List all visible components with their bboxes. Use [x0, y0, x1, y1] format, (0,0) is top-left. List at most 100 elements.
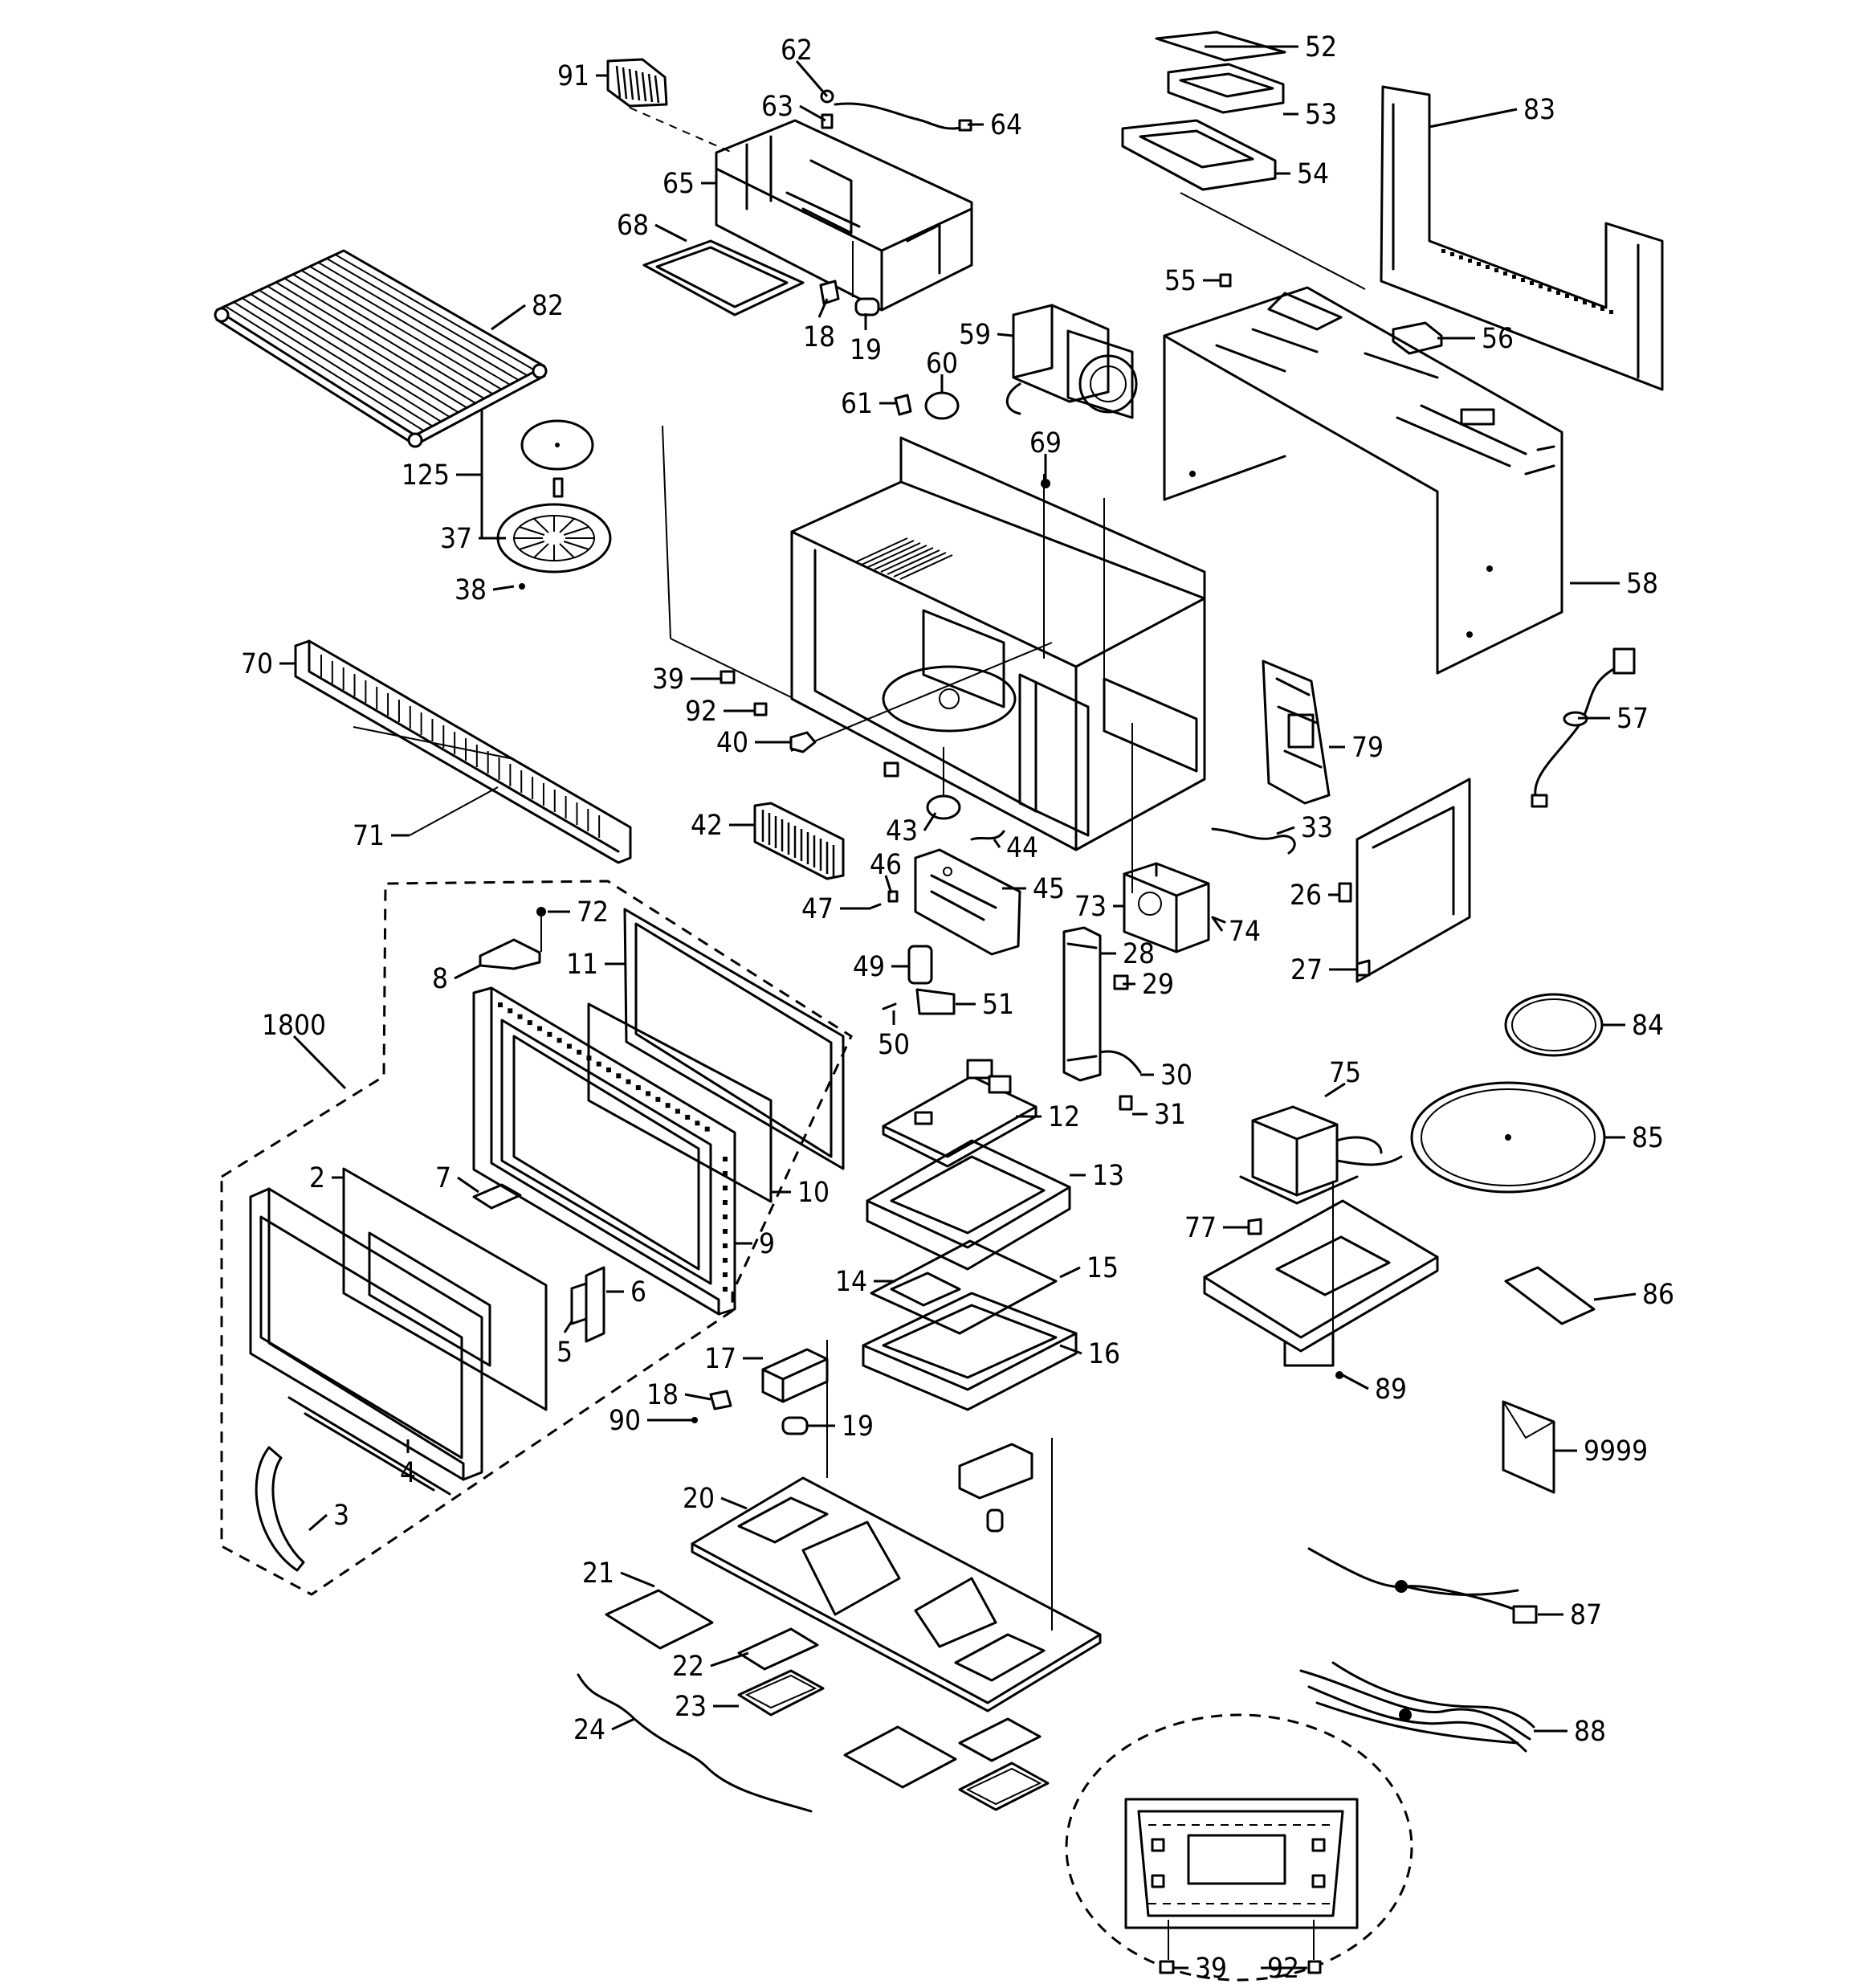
callout-47: 47 [801, 893, 870, 925]
leader-line [492, 585, 515, 591]
callout-23: 23 [675, 1691, 739, 1723]
part-number-label: 51 [982, 989, 1014, 1021]
part-number-label: 13 [1092, 1160, 1124, 1192]
callout-70: 70 [241, 648, 296, 680]
callout-24: 24 [573, 1714, 635, 1746]
part-number-label: 68 [617, 210, 649, 242]
part-number-label: 24 [573, 1714, 605, 1746]
part-number-label: 27 [1290, 954, 1323, 986]
leader-line [292, 1035, 347, 1090]
part-number-label: 6 [630, 1276, 646, 1308]
part-number-label: 54 [1297, 158, 1329, 190]
part-number-label: 87 [1570, 1599, 1602, 1631]
part-number-label: 21 [582, 1557, 614, 1590]
callout-17: 17 [704, 1343, 763, 1375]
part-number-label: 83 [1523, 94, 1555, 126]
leader-line [997, 333, 1014, 337]
part-number-label: 91 [557, 60, 589, 92]
callout-87: 87 [1538, 1599, 1602, 1631]
part-number-label: 19 [842, 1410, 874, 1443]
callout-65: 65 [662, 168, 716, 200]
callout-8: 8 [432, 963, 481, 995]
part-number-label: 11 [566, 949, 598, 981]
callout-43: 43 [886, 812, 937, 847]
part-number-label: 85 [1632, 1122, 1664, 1154]
part-number-label: 72 [577, 896, 609, 929]
leader-line [1059, 1344, 1082, 1355]
part-3-handle [255, 1446, 305, 1572]
part-number-label: 14 [835, 1266, 867, 1298]
part-number-label: 56 [1482, 323, 1514, 355]
leader-line [710, 1651, 749, 1668]
part-number-label: 7 [435, 1162, 451, 1194]
callout-39: 39 [652, 663, 721, 696]
part-number-label: 86 [1642, 1279, 1674, 1311]
callout-9999: 9999 [1554, 1435, 1648, 1468]
callout-72: 72 [548, 896, 609, 929]
part-86-bag [1504, 1266, 1596, 1325]
part-60-61 [894, 391, 960, 420]
callout-2: 2 [309, 1162, 344, 1194]
part-number-label: 63 [761, 91, 793, 123]
part-45-control-bracket [914, 848, 1021, 956]
callout-84: 84 [1602, 1010, 1664, 1042]
part-number-label: 28 [1123, 938, 1155, 970]
part-68-cover [642, 239, 805, 316]
part-number-label: 19 [850, 334, 882, 366]
part-number-label: 38 [455, 574, 487, 606]
callout-45: 45 [1002, 873, 1065, 905]
callout-29: 29 [1123, 969, 1174, 1001]
part-number-label: 18 [646, 1379, 679, 1411]
callout-33: 33 [1276, 812, 1333, 844]
leader-line [795, 60, 829, 97]
part-number-label: 12 [1048, 1101, 1080, 1133]
leader-line [457, 1176, 479, 1194]
part-number-label: 44 [1006, 832, 1038, 864]
part-number-label: 46 [870, 849, 902, 881]
part-91-vent [606, 58, 733, 153]
leader-line [620, 1571, 655, 1588]
part-79-panel [1262, 659, 1331, 805]
callout-92: 92 [685, 696, 755, 728]
part-number-label: 53 [1305, 99, 1337, 131]
callout-73: 73 [1074, 891, 1124, 923]
callout-15: 15 [1059, 1252, 1119, 1284]
leader-line [1342, 1374, 1369, 1390]
part-number-label: 71 [353, 820, 385, 852]
part-number-label: 89 [1375, 1374, 1407, 1406]
leader-line [817, 298, 829, 318]
leader-line [799, 104, 826, 122]
callout-57: 57 [1578, 703, 1649, 735]
part-number-label: 82 [532, 290, 564, 322]
callout-85: 85 [1604, 1122, 1664, 1154]
callout-19: 19 [807, 1410, 874, 1443]
part-number-label: 23 [675, 1691, 707, 1723]
part-57-power-cord [1531, 647, 1636, 808]
callout-10: 10 [771, 1177, 830, 1209]
part-9999-manual [1502, 1400, 1555, 1494]
part-87-harness [1307, 1547, 1538, 1624]
callout-46: 46 [870, 849, 902, 894]
part-number-label: 4 [400, 1457, 416, 1489]
leader-line [720, 1496, 748, 1510]
part-number-label: 74 [1229, 916, 1261, 948]
callout-74: 74 [1211, 916, 1261, 948]
leader-line [1429, 108, 1518, 129]
callout-12: 12 [1016, 1101, 1080, 1133]
leader-line [308, 1513, 328, 1532]
callout-3: 3 [308, 1500, 349, 1532]
part-77-89-base [1203, 1181, 1439, 1379]
callout-18: 18 [803, 298, 835, 353]
part-number-label: 9999 [1584, 1435, 1648, 1468]
part-17-19-lamp-housing [691, 1340, 829, 1478]
leader-line [1211, 916, 1224, 932]
part-number-label: 8 [432, 963, 448, 995]
callout-55: 55 [1164, 265, 1221, 297]
part-number-label: 39 [1195, 1953, 1227, 1985]
part-number-label: 30 [1160, 1059, 1192, 1092]
part-number-label: 45 [1033, 873, 1065, 905]
part-number-label: 22 [672, 1651, 704, 1683]
part-46-47 [868, 890, 899, 910]
part-number-label: 62 [781, 35, 813, 67]
part-49-51-50 [882, 945, 956, 1015]
